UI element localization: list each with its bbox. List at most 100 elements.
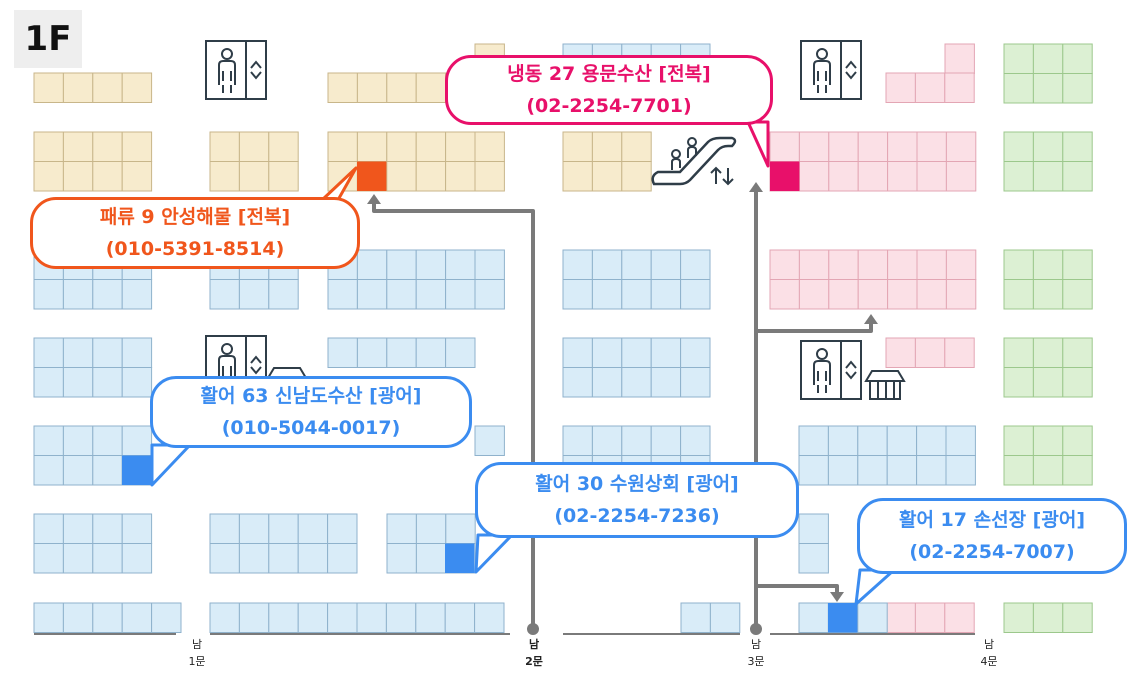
stall [327,543,358,574]
stall [680,337,711,368]
callout-livefish-63[interactable]: 활어 63 신남도수산 [광어] (010-5044-0017) [150,376,472,448]
stall [297,543,329,574]
stall [621,337,652,368]
stall [415,131,447,162]
stall [33,455,64,486]
stall [798,249,830,280]
callout-tail-livefish-63 [150,443,192,487]
stall [769,249,800,280]
stall [386,279,417,310]
stall [621,425,652,456]
stall [327,72,358,103]
stall [209,161,240,192]
stall [1062,337,1093,368]
callout-shellfish-9[interactable]: 패류 9 안성해물 [전복] (010-5391-8514) [30,197,360,269]
stall [415,543,447,574]
stall [386,513,417,544]
stall [857,455,888,486]
stall [415,337,447,368]
stall [798,279,830,310]
stall [828,131,859,162]
stall [857,161,889,192]
stall [92,455,123,486]
stall [62,367,94,398]
stall [445,279,476,310]
map-icons [205,40,906,400]
route-arrow [864,314,878,324]
stall [650,249,682,280]
stall [445,249,476,280]
route-arrow [749,182,763,192]
stall [356,131,388,162]
stall [944,72,975,103]
stall [916,455,947,486]
stall [798,513,829,544]
stall [1062,131,1093,162]
callout-livefish-17[interactable]: 활어 17 손선장 [광어] (02-2254-7007) [857,498,1127,574]
stall [1062,73,1093,104]
callout-store-name: 활어 63 신남도수산 [광어] [200,385,422,407]
stall [885,337,916,368]
stall [1003,73,1034,104]
stall [268,602,299,633]
stall [680,602,711,633]
gate-3-direction: 남 [750,638,762,651]
stall [92,425,123,456]
stall [386,72,417,103]
stall [562,367,593,398]
stall [650,337,682,368]
callout-livefish-30[interactable]: 활어 30 수원상회 [광어] (02-2254-7236) [475,462,799,538]
stall [1062,161,1093,192]
stall [621,131,652,162]
stall [327,131,358,162]
stall [1032,602,1064,633]
stall [268,279,299,310]
stall [92,367,123,398]
stall [621,249,652,280]
stall [121,425,153,456]
stall [356,249,388,280]
stall [1032,249,1064,280]
stall [121,131,153,162]
stall [1062,249,1093,280]
stall [1003,43,1034,74]
stall [857,249,889,280]
stall [1062,425,1093,456]
stall [562,161,593,192]
callout-frozen-27[interactable]: 냉동 27 용문수산 [전복] (02-2254-7701) [445,55,773,125]
stall [1032,337,1064,368]
stall [1032,367,1064,398]
route-arrow [367,194,381,204]
stall [945,161,977,192]
callout-phone: (010-5391-8514) [105,238,285,260]
stall [121,543,153,574]
stall [827,455,859,486]
stall [327,279,358,310]
stall [33,131,64,162]
stall [798,543,829,574]
stall [33,602,64,633]
stall [1003,161,1034,192]
stall [356,337,388,368]
stall [591,161,623,192]
stall [62,425,94,456]
stall [828,249,859,280]
stall [1003,455,1034,486]
gate-4-number: 4문 [980,655,998,668]
stall [650,279,682,310]
stall [121,367,153,398]
stall [268,513,299,544]
stall [886,455,918,486]
stall [327,337,358,368]
stall [62,455,94,486]
stall [887,279,918,310]
stall [474,249,505,280]
stall [62,543,94,574]
stall [562,425,593,456]
stall [945,425,976,456]
stall [562,131,593,162]
stall [1062,455,1093,486]
callout-tail-livefish-17 [854,568,896,606]
stall [944,602,975,633]
